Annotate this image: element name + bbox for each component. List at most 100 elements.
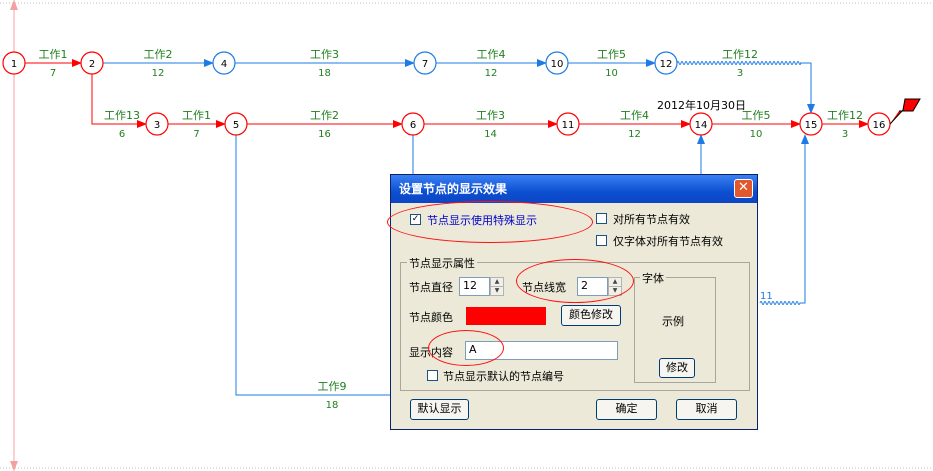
all-nodes-label: 对所有节点有效 (613, 213, 690, 226)
node-6[interactable]: 6 (401, 112, 425, 136)
node-number: 2 (89, 59, 95, 70)
ok-button[interactable]: 确定 (596, 399, 657, 420)
edge-name-label: 工作13 (104, 109, 140, 122)
node-15[interactable]: 15 (799, 112, 823, 136)
node-circle[interactable] (689, 112, 713, 136)
edge-name-label: 工作4 (620, 109, 649, 122)
props-group-title: 节点显示属性 (407, 255, 477, 271)
node-4[interactable]: 4 (212, 51, 236, 75)
side-label: 11 (760, 291, 773, 302)
node-10[interactable]: 10 (545, 51, 569, 75)
edge-name-label: 工作9 (318, 380, 347, 393)
default-number-checkbox[interactable] (427, 370, 438, 381)
node-16[interactable]: 16 (867, 112, 891, 136)
node-number: 3 (154, 120, 160, 131)
font-modify-button[interactable]: 修改 (659, 358, 695, 378)
node-circle[interactable] (80, 51, 104, 75)
close-icon[interactable]: ✕ (734, 179, 753, 198)
edge-name-label: 工作5 (597, 48, 626, 61)
node-number: 15 (805, 120, 818, 131)
annotation-circle-content (428, 330, 504, 366)
edge-name-label: 工作12 (722, 48, 758, 61)
edge-name-label: 工作5 (742, 109, 771, 122)
date-label: 2012年10月30日 (657, 99, 746, 112)
cancel-button[interactable]: 取消 (676, 399, 737, 420)
edge-duration-label: 7 (50, 68, 56, 79)
edge-duration-label: 6 (119, 129, 125, 140)
edge-name-label: 工作1 (39, 48, 68, 61)
node-3[interactable]: 3 (145, 112, 169, 136)
node-circle[interactable] (401, 112, 425, 136)
node-circle[interactable] (145, 112, 169, 136)
edge-name-label: 工作12 (827, 109, 863, 122)
edge-duration-label: 14 (484, 129, 497, 140)
diameter-spin-down[interactable]: ▼ (490, 286, 504, 296)
end-flag-icon (889, 98, 921, 125)
edge-duration-label: 12 (628, 129, 641, 140)
edge-duration-label: 18 (318, 68, 331, 79)
edge-name-label: 工作2 (310, 109, 339, 122)
edge-duration-label: 12 (152, 68, 165, 79)
edge-name-label: 工作4 (477, 48, 506, 61)
node-2[interactable]: 2 (80, 51, 104, 75)
diameter-label: 节点直径 (409, 281, 453, 294)
node-1[interactable]: 1 (2, 51, 26, 75)
edge-duration-label: 10 (605, 68, 618, 79)
color-modify-button[interactable]: 颜色修改 (561, 305, 621, 326)
node-number: 11 (562, 120, 575, 131)
dialog-title: 设置节点的显示效果 (399, 182, 508, 196)
font-group-title: 字体 (640, 270, 666, 286)
node-circle[interactable] (799, 112, 823, 136)
font-sample: 示例 (662, 315, 684, 328)
node-number: 14 (695, 120, 708, 131)
node-5[interactable]: 5 (224, 112, 248, 136)
node-number: 10 (551, 59, 564, 70)
default-number-label: 节点显示默认的节点编号 (443, 370, 564, 383)
axis-arrow-top (10, 0, 18, 10)
edge-name-label: 工作1 (182, 109, 211, 122)
node-circle[interactable] (654, 51, 678, 75)
edge-duration-label: 16 (318, 129, 331, 140)
edge-12-15 (676, 61, 815, 114)
node-number: 1 (11, 59, 17, 70)
edge-name-label: 工作3 (310, 48, 339, 61)
node-14[interactable]: 14 (689, 112, 713, 136)
node-7[interactable]: 7 (413, 51, 437, 75)
node-number: 12 (660, 59, 673, 70)
font-group (634, 277, 716, 383)
diameter-input[interactable]: 12 (459, 277, 490, 296)
edge-name-label: 工作2 (144, 48, 173, 61)
node-color-swatch[interactable] (466, 307, 546, 325)
node-number: 7 (422, 59, 428, 70)
connector-wave-15 (759, 290, 806, 305)
node-circle[interactable] (212, 51, 236, 75)
node-11[interactable]: 11 (556, 112, 580, 136)
default-display-button[interactable]: 默认显示 (410, 399, 469, 420)
font-only-checkbox[interactable] (596, 235, 607, 246)
dialog-title-bar[interactable]: 设置节点的显示效果 ✕ (391, 175, 757, 203)
font-only-label: 仅字体对所有节点有效 (613, 235, 723, 248)
edge-duration-label: 7 (193, 129, 199, 140)
edge-2-3 (91, 74, 147, 128)
node-12[interactable]: 12 (654, 51, 678, 75)
annotation-circle-linewidth (516, 259, 634, 303)
node-circle[interactable] (224, 112, 248, 136)
node-circle[interactable] (556, 112, 580, 136)
annotation-circle-special (387, 201, 593, 243)
node-number: 6 (410, 120, 416, 131)
axis-arrow-bottom (10, 461, 18, 471)
edge-duration-label: 3 (842, 129, 848, 140)
node-number: 16 (873, 120, 886, 131)
node-circle[interactable] (545, 51, 569, 75)
all-nodes-checkbox[interactable] (596, 213, 607, 224)
edge-duration-label: 12 (485, 68, 498, 79)
node-display-dialog: 设置节点的显示效果 ✕ ✓ 节点显示使用特殊显示 对所有节点有效 仅字体对所有节… (387, 174, 758, 430)
node-circle[interactable] (2, 51, 26, 75)
edge-duration-label: 3 (737, 68, 743, 79)
edge-duration-label: 18 (326, 400, 339, 411)
edge-5-9 (235, 135, 390, 396)
node-circle[interactable] (413, 51, 437, 75)
node-number: 4 (221, 59, 227, 70)
edge-duration-label: 10 (750, 129, 763, 140)
